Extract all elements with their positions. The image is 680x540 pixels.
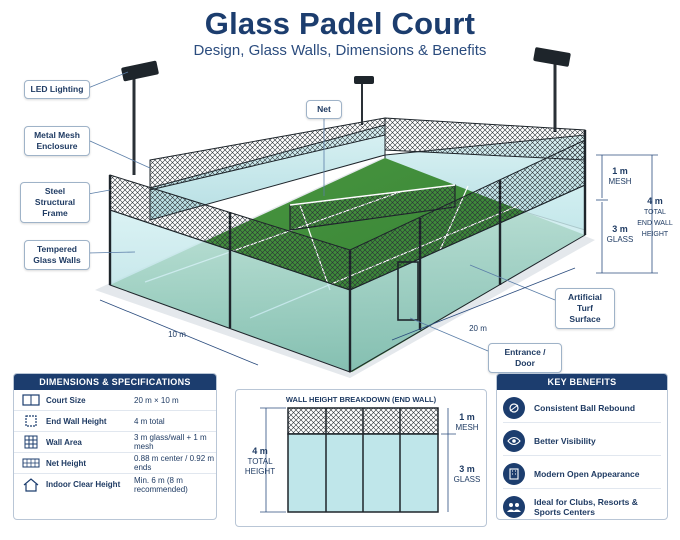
spec-row-court-size: Court Size 20 m × 10 m: [14, 390, 216, 411]
callout-metal-mesh: Metal Mesh Enclosure: [24, 126, 90, 156]
led-light-poles: [121, 47, 571, 175]
wall-height-icon: [20, 413, 42, 429]
spec-label: Court Size: [46, 395, 86, 405]
callout-artificial-turf: Artificial Turf Surface: [555, 288, 615, 329]
benefits-panel: KEY BENEFITS Consistent Ball Rebound Bet…: [496, 373, 668, 520]
callout-tempered-glass: Tempered Glass Walls: [24, 240, 90, 270]
spec-value: 20 m × 10 m: [134, 395, 179, 405]
spec-row-end-wall-height: End Wall Height 4 m total: [14, 411, 216, 432]
benefit-item: Ideal for Clubs, Resorts & Sports Center…: [503, 492, 661, 519]
people-icon: [503, 496, 525, 518]
entrance-door: [397, 261, 419, 321]
benefit-item: Better Visibility: [503, 426, 661, 456]
roof-icon: [20, 477, 42, 493]
court-width-label: 20 m: [469, 324, 487, 333]
page-subtitle: Design, Glass Walls, Dimensions & Benefi…: [193, 42, 487, 59]
benefit-label: Modern Open Appearance: [534, 468, 640, 479]
spec-label: Wall Area: [46, 437, 82, 447]
wall-breakdown-heading: WALL HEIGHT BREAKDOWN (END WALL): [285, 395, 437, 404]
spec-row-net-height: Net Height 0.88 m center / 0.92 m ends: [14, 453, 216, 474]
spec-label: End Wall Height: [46, 416, 107, 426]
grid-icon: [20, 434, 42, 450]
court-icon: [20, 392, 42, 408]
specs-panel: DIMENSIONS & SPECIFICATIONS Court Size 2…: [13, 373, 217, 520]
benefit-label: Consistent Ball Rebound: [534, 402, 636, 413]
specs-heading: DIMENSIONS & SPECIFICATIONS: [14, 374, 216, 390]
callout-steel-frame: Steel Structural Frame: [20, 182, 90, 223]
spec-label: Indoor Clear Height: [46, 480, 121, 489]
callout-entrance-door: Entrance / Door: [488, 343, 562, 373]
spec-value: 3 m glass/wall + 1 m mesh: [134, 433, 207, 451]
spec-row-wall-area: Wall Area 3 m glass/wall + 1 m mesh: [14, 432, 216, 453]
callout-net: Net: [306, 100, 342, 119]
benefit-label: Ideal for Clubs, Resorts & Sports Center…: [534, 497, 638, 517]
spec-value: 4 m total: [134, 416, 165, 426]
callout-led-lighting: LED Lighting: [24, 80, 90, 99]
court-illustration: [87, 47, 658, 378]
ball-icon: [503, 396, 525, 419]
court-length-label: 10 m: [168, 330, 186, 339]
benefit-item: Consistent Ball Rebound: [503, 393, 661, 423]
building-icon: [503, 462, 525, 485]
spec-value: 0.88 m center / 0.92 m ends: [134, 454, 215, 472]
wall-breakdown-diagram: [260, 407, 456, 513]
spec-row-indoor-clear-height: Indoor Clear Height Min. 6 m (8 m recomm…: [14, 474, 216, 495]
spec-value: Min. 6 m (8 m recommended): [134, 475, 188, 494]
page-title: Glass Padel Court: [204, 6, 476, 41]
benefit-label: Better Visibility: [534, 435, 596, 446]
benefit-item: Modern Open Appearance: [503, 459, 661, 489]
benefits-heading: KEY BENEFITS: [497, 374, 667, 390]
eye-icon: [503, 429, 525, 452]
net-icon: [20, 455, 42, 471]
spec-label: Net Height: [46, 458, 86, 468]
